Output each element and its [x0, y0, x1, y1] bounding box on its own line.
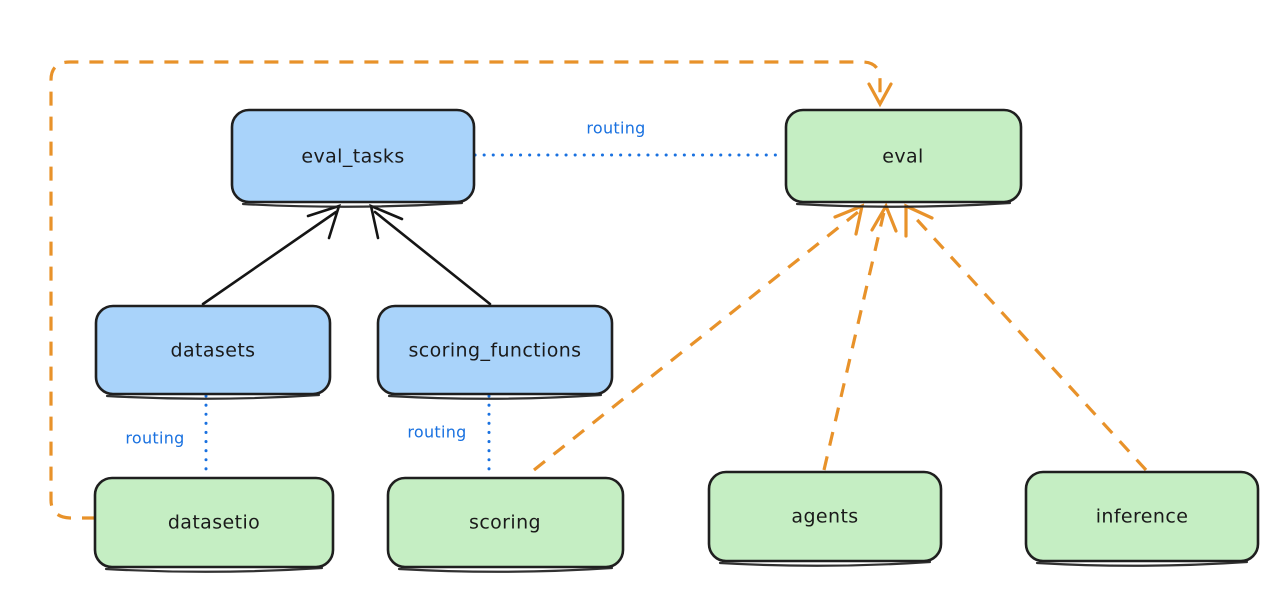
node-scoring-functions-shape [376, 304, 614, 396]
edge-layer: routing routing routing [49, 60, 1148, 520]
node-datasets-label: datasets [171, 340, 256, 362]
node-eval-tasks-label: eval_tasks [301, 146, 404, 168]
edge-datasets-datasetio: routing [125, 394, 208, 478]
node-datasetio-label: datasetio [168, 512, 260, 534]
edge-inference-eval [904, 203, 1148, 472]
edge-datasetio-eval [49, 60, 893, 520]
node-inference-shape [1024, 470, 1260, 563]
node-scoring-label: scoring [469, 512, 541, 534]
node-datasets-shape [94, 304, 332, 396]
edge-label-routing-1: routing [586, 119, 645, 138]
node-agents-shape [707, 470, 943, 563]
node-datasets[interactable]: datasets [94, 304, 332, 400]
node-scoring-functions-label: scoring_functions [409, 340, 582, 362]
node-scoring-shape [386, 476, 625, 569]
node-agents-label: agents [791, 506, 858, 528]
node-datasetio-shape [93, 476, 335, 569]
node-datasetio[interactable]: datasetio [93, 476, 335, 573]
node-eval-tasks[interactable]: eval_tasks [230, 108, 476, 208]
node-layer: eval_tasks eval datasets scoring_functio… [93, 108, 1260, 573]
edge-scoring-functions-scoring: routing [407, 394, 491, 478]
edge-scoring-functions-eval-tasks [369, 203, 492, 306]
edge-label-routing-3: routing [407, 423, 466, 442]
edge-datasets-eval-tasks [201, 203, 341, 306]
node-scoring[interactable]: scoring [386, 476, 625, 573]
edge-label-routing-2: routing [125, 429, 184, 448]
node-eval-shape [784, 108, 1023, 204]
node-eval-label: eval [882, 146, 923, 168]
edge-eval-tasks-eval: routing [473, 119, 786, 157]
node-eval-tasks-shape [230, 108, 476, 204]
edge-agents-eval [822, 202, 898, 471]
node-eval[interactable]: eval [784, 108, 1023, 208]
node-inference-label: inference [1096, 506, 1189, 528]
node-agents[interactable]: agents [707, 470, 943, 567]
node-inference[interactable]: inference [1024, 470, 1260, 567]
node-scoring-functions[interactable]: scoring_functions [376, 304, 614, 400]
